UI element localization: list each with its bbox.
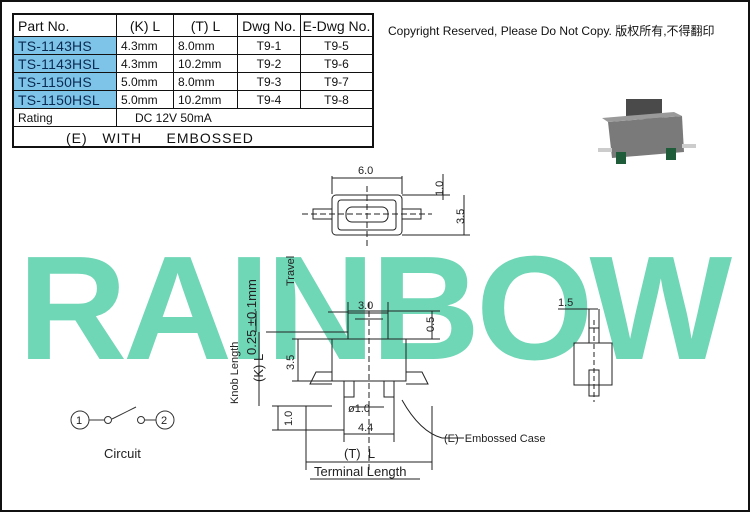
dwg-no-value: T9-2 xyxy=(238,55,301,72)
knob-length-value: 5.0mm xyxy=(117,73,174,90)
component-render xyxy=(598,99,696,164)
header-terminal-length: (T) L xyxy=(174,15,238,36)
side-dim: 1.5 xyxy=(558,297,573,309)
dim-knob-width: 3.0 xyxy=(358,300,373,312)
dim-lead: 1.0 xyxy=(283,411,295,426)
header-part-no: Part No. xyxy=(14,15,117,36)
circuit-pin-1: 1 xyxy=(76,415,82,427)
emboss-case-label: (E) Embossed Case xyxy=(444,433,545,445)
dwg-no-value: T9-1 xyxy=(238,37,301,54)
rating-label: Rating xyxy=(14,109,117,126)
terminal-length-label: Terminal Length xyxy=(314,464,407,479)
part-number: TS-1150HSL xyxy=(14,91,117,108)
table-row: TS-1150HSL 5.0mm 10.2mm T9-4 T9-8 xyxy=(14,91,372,109)
dwg-no-value: T9-3 xyxy=(238,73,301,90)
circuit-pin-2: 2 xyxy=(161,415,167,427)
knob-length-value: 4.3mm xyxy=(117,55,174,72)
travel-value: 0.25 ±0.1mm xyxy=(244,279,259,355)
dim-top-height-1: 1.0 xyxy=(434,181,446,196)
e-dwg-no-value: T9-7 xyxy=(324,74,349,89)
terminal-length-value: 8.0mm xyxy=(174,73,238,90)
e-dwg-no-value: T9-6 xyxy=(324,56,349,71)
dim-knob-gap: 0.5 xyxy=(425,317,437,332)
table-row: TS-1143HSL 4.3mm 10.2mm T9-2 T9-6 xyxy=(14,55,372,73)
spec-table: Part No. (K) L (T) L Dwg No. E-Dwg No. T… xyxy=(12,13,374,148)
part-number: TS-1150HS xyxy=(14,73,117,90)
dim-top-width: 6.0 xyxy=(358,165,373,177)
side-view xyxy=(558,308,613,402)
dwg-no-value: T9-4 xyxy=(238,91,301,108)
e-dwg-no-value: T9-5 xyxy=(324,38,349,53)
header-dwg-no: Dwg No. xyxy=(238,15,301,36)
knob-length-value: (K) L xyxy=(251,354,266,382)
knob-length-value: 5.0mm xyxy=(117,91,174,108)
rating-row: Rating DC 12V 50mA xyxy=(14,109,372,127)
dim-pin-diameter: ø1.0 xyxy=(348,403,370,415)
header-e-dwg-no: E-Dwg No. xyxy=(302,17,371,34)
dim-pin-pitch: 4.4 xyxy=(358,422,373,434)
table-row: TS-1150HS 5.0mm 8.0mm T9-3 T9-7 xyxy=(14,73,372,91)
travel-label: Travel xyxy=(285,256,297,286)
front-view xyxy=(255,302,464,480)
emboss-note: (E) WITH EMBOSSED xyxy=(66,130,254,146)
part-number: TS-1143HSL xyxy=(14,55,117,72)
terminal-length-value: 8.0mm xyxy=(174,37,238,54)
circuit-diagram xyxy=(70,406,175,430)
rating-value: DC 12V 50mA xyxy=(135,110,212,125)
table-row: TS-1143HS 4.3mm 8.0mm T9-1 T9-5 xyxy=(14,37,372,55)
copyright-notice: Copyright Reserved, Please Do Not Copy. … xyxy=(388,24,715,38)
table-header-row: Part No. (K) L (T) L Dwg No. E-Dwg No. xyxy=(14,15,372,37)
dim-body-height: 3.5 xyxy=(285,355,297,370)
watermark: RAINBOW xyxy=(18,226,732,391)
dim-top-height-2: 3.5 xyxy=(455,209,467,224)
header-knob-length: (K) L xyxy=(117,15,174,36)
terminal-length-value: (T) L xyxy=(344,446,375,461)
top-view xyxy=(302,174,470,246)
knob-length-value: 4.3mm xyxy=(117,37,174,54)
terminal-length-value: 10.2mm xyxy=(174,91,238,108)
knob-length-label: Knob Length xyxy=(229,342,241,404)
e-dwg-no-value: T9-8 xyxy=(324,92,349,107)
terminal-length-value: 10.2mm xyxy=(174,55,238,72)
circuit-label: Circuit xyxy=(104,446,141,461)
emboss-note-row: (E) WITH EMBOSSED xyxy=(14,127,372,149)
part-number: TS-1143HS xyxy=(14,37,117,54)
